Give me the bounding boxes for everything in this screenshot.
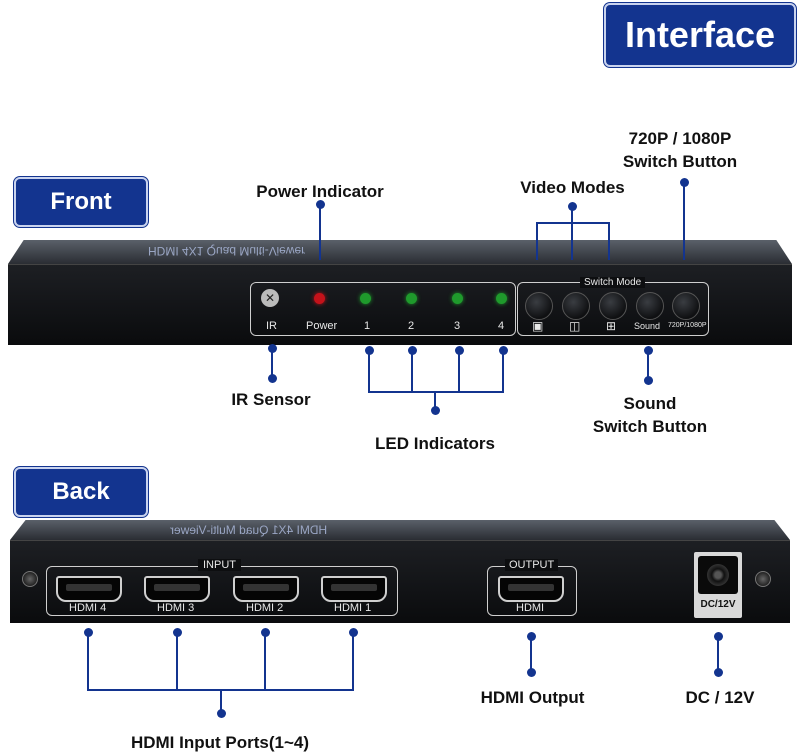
video-modes-connector (571, 207, 573, 223)
output-text: OUTPUT (505, 559, 559, 571)
res-switch-label-line2: Switch Button (622, 152, 738, 171)
video-modes-bracket (536, 222, 610, 224)
hdmi-inputs-connector (220, 689, 222, 711)
dc-text: DC/12V (700, 599, 736, 610)
ir-sensor-icon: ✕ (261, 289, 279, 307)
sound-button[interactable] (636, 292, 664, 320)
hdmi-4-text: HDMI 4 (69, 602, 107, 614)
led-1-leg (368, 350, 370, 392)
dc-jack[interactable] (698, 556, 738, 594)
hdmi-3-leg (176, 632, 178, 690)
res-switch-connector-dot (680, 178, 689, 187)
back-device-top-text: HDMI 4X1 Quad Multi-Viewer (170, 523, 328, 537)
video-mode-1-button[interactable] (525, 292, 553, 320)
mode-grid-icon: ⊞ (606, 319, 617, 333)
ir-sensor-label: IR Sensor (231, 390, 311, 409)
mode-quad-icon: ▣ (532, 319, 544, 333)
video-mode-2-button[interactable] (562, 292, 590, 320)
led-2-leg (411, 350, 413, 392)
ir-connector-end (268, 374, 277, 383)
back-device-face (10, 540, 790, 623)
video-modes-connector-dot (568, 202, 577, 211)
sound-switch-label-line1: Sound (623, 394, 677, 413)
video-mode-3-button[interactable] (599, 292, 627, 320)
led-3-leg (458, 350, 460, 392)
channel-4-text: 4 (498, 320, 505, 332)
switch-mode-text: Switch Mode (580, 277, 646, 288)
hdmi-1-text: HDMI 1 (334, 602, 372, 614)
hdmi-output-label: HDMI Output (480, 688, 585, 707)
power-connector (319, 205, 321, 260)
dc-label: DC / 12V (685, 688, 755, 707)
led-bracket (368, 391, 504, 393)
power-text: Power (306, 320, 338, 332)
channel-1-text: 1 (364, 320, 371, 332)
ir-text: IR (266, 320, 277, 332)
hdmi-output-port[interactable] (498, 576, 564, 602)
power-led (314, 293, 325, 304)
hdmi-3-text: HDMI 3 (157, 602, 195, 614)
channel-2-led (406, 293, 417, 304)
hdmi-4-port[interactable] (56, 576, 122, 602)
hdmi-output-text: HDMI (516, 602, 545, 614)
led-4-leg (502, 350, 504, 392)
res-switch-connector (683, 183, 685, 260)
dc-connector (717, 636, 719, 670)
sound-switch-label: Sound Switch Button (570, 392, 730, 438)
led-indicators-label: LED Indicators (375, 434, 495, 453)
sound-connector (647, 350, 649, 378)
video-modes-label: Video Modes (520, 178, 625, 197)
hdmi-3-port[interactable] (144, 576, 210, 602)
res-switch-label-line1: 720P / 1080P (628, 129, 732, 148)
sound-switch-label-line2: Switch Button (592, 417, 708, 436)
resolution-text: 720P/1080P (668, 322, 707, 329)
channel-4-led (496, 293, 507, 304)
resolution-button[interactable] (672, 292, 700, 320)
hdmi-inputs-connector-end (217, 709, 226, 718)
led-connector (434, 391, 436, 409)
right-screw-icon (755, 571, 771, 587)
ir-connector (271, 348, 273, 376)
hdmi-1-port[interactable] (321, 576, 387, 602)
channel-1-led (360, 293, 371, 304)
dc-connector-end (714, 668, 723, 677)
hdmi-4-leg (87, 632, 89, 690)
power-connector-dot (316, 200, 325, 209)
back-device-top: HDMI 4X1 Quad Multi-Viewer (10, 520, 790, 540)
channel-3-led (452, 293, 463, 304)
front-device-top-text: HDMI 4X1 Quad Multi-Viewer (148, 244, 306, 258)
dc-jack-socket-icon (707, 564, 729, 586)
video-modes-leg-3 (608, 222, 610, 260)
power-indicator-label: Power Indicator (256, 182, 384, 201)
channel-2-text: 2 (408, 320, 415, 332)
front-device-top: HDMI 4X1 Quad Multi-Viewer (8, 240, 792, 264)
video-modes-leg-2 (571, 222, 573, 260)
hdmi-input-ports-label: HDMI Input Ports(1~4) (130, 733, 310, 752)
video-modes-leg-1 (536, 222, 538, 260)
front-indicator-frame (250, 282, 516, 336)
res-switch-label: 720P / 1080P Switch Button (600, 127, 760, 173)
hdmi-2-text: HDMI 2 (246, 602, 284, 614)
hdmi-output-connector-end (527, 668, 536, 677)
sound-text: Sound (634, 321, 661, 331)
hdmi-output-connector (530, 636, 532, 670)
hdmi-2-leg (264, 632, 266, 690)
hdmi-2-port[interactable] (233, 576, 299, 602)
back-badge: Back (14, 467, 148, 517)
mode-split-icon: ◫ (569, 319, 581, 333)
left-screw-icon (22, 571, 38, 587)
page-title: Interface (604, 3, 796, 67)
sound-connector-end (644, 376, 653, 385)
led-connector-end (431, 406, 440, 415)
hdmi-1-leg (352, 632, 354, 690)
input-text: INPUT (198, 559, 241, 571)
front-badge: Front (14, 177, 148, 227)
channel-3-text: 3 (454, 320, 461, 332)
